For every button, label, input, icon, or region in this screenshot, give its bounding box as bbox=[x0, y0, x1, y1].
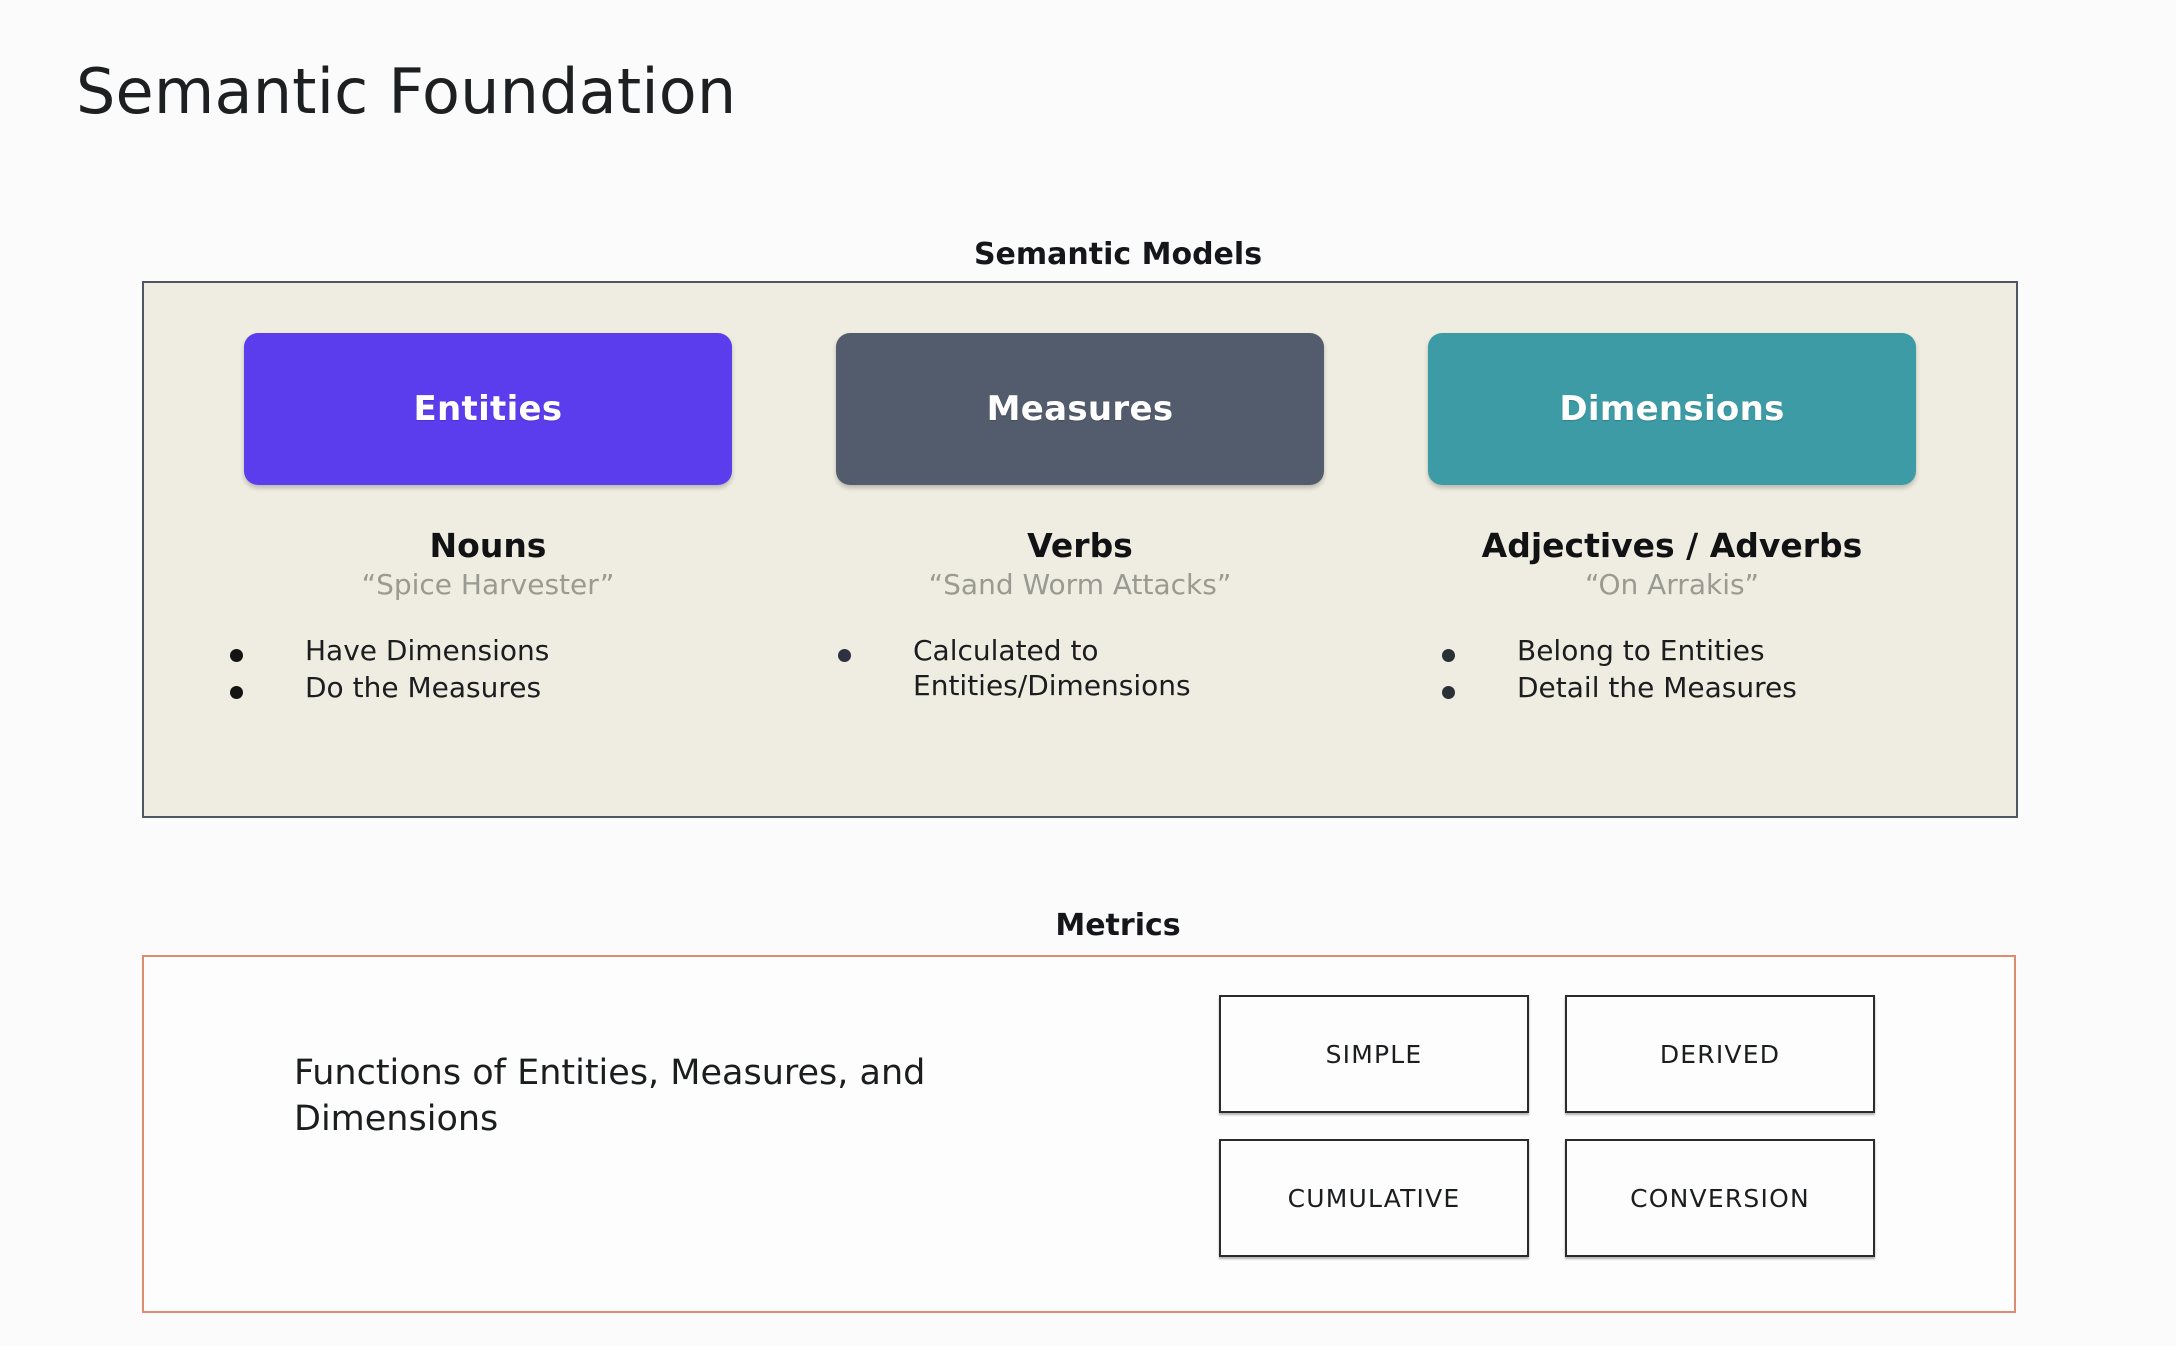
metric-type-conversion-label: CONVERSION bbox=[1630, 1183, 1810, 1213]
list-item: Do the Measures bbox=[230, 671, 541, 705]
semantic-models-caption: Semantic Models bbox=[973, 237, 1263, 272]
page-title: Semantic Foundation bbox=[76, 55, 737, 128]
bullet-dot-icon bbox=[1442, 649, 1455, 663]
entities-part-of-speech: Nouns bbox=[429, 526, 547, 565]
metrics-panel: Functions of Entities, Measures, and Dim… bbox=[142, 955, 2016, 1313]
bullet-dot-icon bbox=[230, 649, 243, 663]
bullet-dot-icon bbox=[230, 685, 243, 699]
metric-type-cumulative[interactable]: CUMULATIVE bbox=[1219, 1139, 1529, 1257]
entities-bullet-list: Have Dimensions Do the Measures bbox=[204, 634, 772, 706]
dimensions-part-of-speech: Adjectives / Adverbs bbox=[1481, 526, 1863, 565]
entities-bullet-0: Have Dimensions bbox=[305, 634, 550, 668]
dimensions-bullet-1: Detail the Measures bbox=[1517, 670, 1797, 704]
chip-dimensions[interactable]: Dimensions bbox=[1428, 333, 1916, 485]
metric-type-conversion[interactable]: CONVERSION bbox=[1565, 1139, 1875, 1257]
metric-type-derived[interactable]: DERIVED bbox=[1565, 995, 1875, 1113]
measures-bullet-list: Calculated to Entities/Dimensions bbox=[796, 634, 1364, 704]
measures-bullet-0: Calculated to Entities/Dimensions bbox=[913, 634, 1191, 702]
semantic-models-columns: Entities Nouns “Spice Harvester” Have Di… bbox=[144, 283, 2016, 816]
dimensions-bullet-list: Belong to Entities Detail the Measures bbox=[1388, 634, 1956, 706]
metric-type-simple[interactable]: SIMPLE bbox=[1219, 995, 1529, 1113]
dimensions-bullet-0: Belong to Entities bbox=[1517, 634, 1765, 668]
dimensions-example: “On Arrakis” bbox=[1584, 567, 1760, 601]
chip-entities[interactable]: Entities bbox=[244, 333, 732, 485]
bullet-dot-icon bbox=[838, 649, 851, 663]
entities-example: “Spice Harvester” bbox=[361, 567, 615, 601]
measures-example: “Sand Worm Attacks” bbox=[928, 567, 1232, 601]
metric-type-simple-label: SIMPLE bbox=[1325, 1039, 1423, 1069]
chip-measures[interactable]: Measures bbox=[836, 333, 1324, 485]
entities-bullet-1: Do the Measures bbox=[305, 670, 542, 704]
list-item: Have Dimensions bbox=[230, 634, 549, 668]
chip-dimensions-label: Dimensions bbox=[1559, 389, 1785, 429]
semantic-model-column-measures: Measures Verbs “Sand Worm Attacks” Calcu… bbox=[784, 333, 1376, 705]
semantic-models-panel: Entities Nouns “Spice Harvester” Have Di… bbox=[142, 281, 2018, 818]
semantic-model-column-dimensions: Dimensions Adjectives / Adverbs “On Arra… bbox=[1376, 333, 1968, 707]
bullet-dot-icon bbox=[1442, 685, 1455, 699]
chip-measures-label: Measures bbox=[986, 389, 1174, 429]
list-item: Calculated to Entities/Dimensions bbox=[838, 634, 1293, 702]
metric-type-cumulative-label: CUMULATIVE bbox=[1287, 1183, 1461, 1213]
metric-type-derived-label: DERIVED bbox=[1659, 1039, 1781, 1069]
metric-type-grid: SIMPLE DERIVED CUMULATIVE CONVERSION bbox=[1219, 995, 1919, 1257]
measures-part-of-speech: Verbs bbox=[1027, 526, 1133, 565]
list-item: Belong to Entities bbox=[1442, 634, 1765, 668]
list-item: Detail the Measures bbox=[1442, 671, 1797, 705]
chip-entities-label: Entities bbox=[413, 389, 563, 429]
metrics-caption: Metrics bbox=[1055, 908, 1181, 943]
metrics-description: Functions of Entities, Measures, and Dim… bbox=[294, 1053, 926, 1139]
semantic-model-column-entities: Entities Nouns “Spice Harvester” Have Di… bbox=[192, 333, 784, 707]
